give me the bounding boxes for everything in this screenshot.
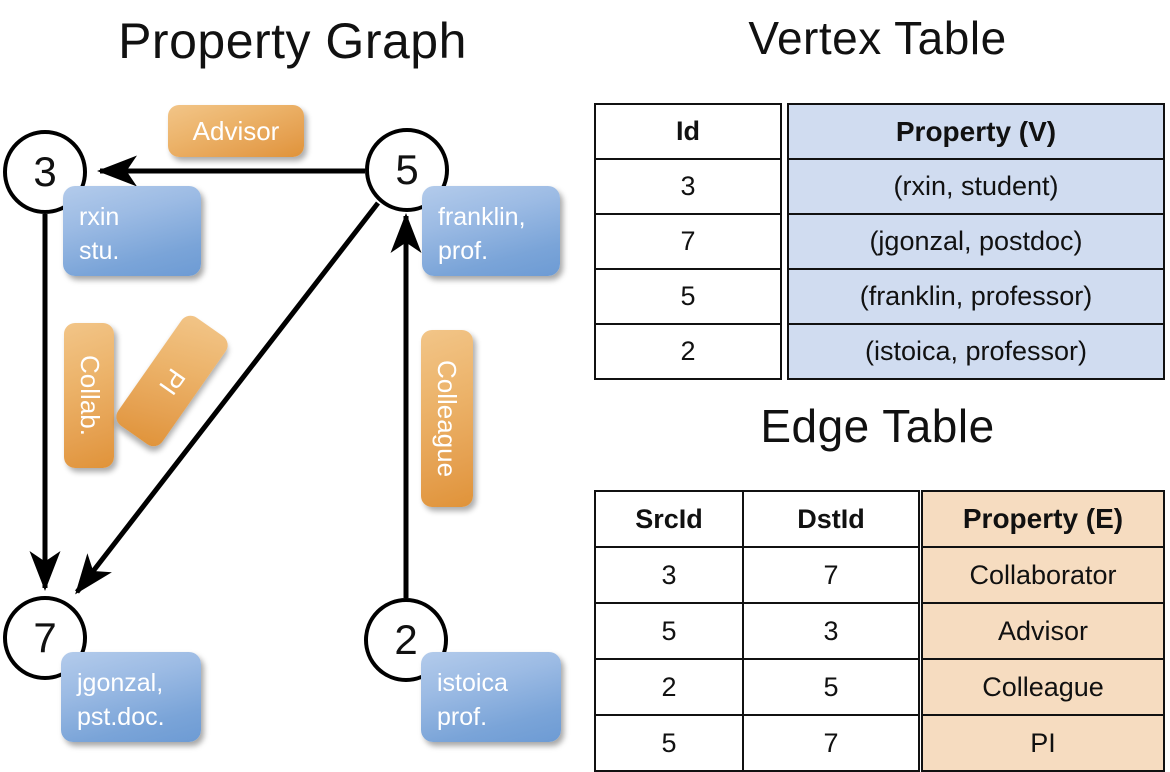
table-row: Colleague xyxy=(921,658,1165,716)
node-property-2-line1: istoica xyxy=(437,669,508,697)
edge-table-src-dst-columns: SrcId DstId 3 7 5 3 2 5 5 7 xyxy=(594,490,920,772)
table-row: Advisor xyxy=(921,602,1165,660)
edge-row-3-src: 5 xyxy=(594,714,744,772)
edge-row-2-src: 2 xyxy=(594,658,744,716)
edge-table-header-dstid: DstId xyxy=(742,490,920,548)
node-property-callout-7: jgonzal, pst.doc. xyxy=(61,652,201,742)
node-property-5-line2: prof. xyxy=(438,237,489,265)
edge-row-1-dst: 3 xyxy=(742,602,920,660)
page-title-property-graph: Property Graph xyxy=(118,13,467,69)
node-property-callout-5: franklin, prof. xyxy=(422,186,560,276)
edge-row-1-src: 5 xyxy=(594,602,744,660)
table-row: 5 xyxy=(594,268,782,325)
edge-label-advisor-text: Advisor xyxy=(192,115,280,146)
vertex-table-id-column: Id 3 7 5 2 xyxy=(594,103,782,380)
graph-node-7-id: 7 xyxy=(33,614,57,661)
edge-line-pi xyxy=(75,201,380,595)
property-graph-diagram: Advisor Collab. PI Colleague 3 5 7 2 rxi… xyxy=(0,0,585,760)
node-property-2-line2: prof. xyxy=(437,703,488,731)
edge-label-collab-text: Collab. xyxy=(74,355,105,436)
edge-label-collab: Collab. xyxy=(64,323,114,468)
edge-row-3-property: PI xyxy=(921,714,1165,772)
graph-node-3-id: 3 xyxy=(33,148,57,195)
table-row: 5 7 xyxy=(594,714,920,772)
graph-node-5-id: 5 xyxy=(395,146,419,193)
edge-label-pi-text: PI xyxy=(153,362,192,400)
edge-label-advisor: Advisor xyxy=(168,105,304,157)
vertex-row-1-property: (jgonzal, postdoc) xyxy=(787,213,1165,270)
vertex-row-3-property: (istoica, professor) xyxy=(787,323,1165,380)
section-title-edge-table: Edge Table xyxy=(760,400,995,452)
graph-edge-lines xyxy=(29,155,422,598)
table-row: (jgonzal, postdoc) xyxy=(787,213,1165,270)
edge-row-0-property: Collaborator xyxy=(921,546,1165,604)
table-row: 5 3 xyxy=(594,602,920,660)
edge-label-colleague: Colleague xyxy=(421,330,473,507)
table-header-row: Id xyxy=(594,103,782,160)
node-property-callout-3: rxin stu. xyxy=(63,186,201,276)
table-row: 3 xyxy=(594,158,782,215)
node-property-3-line2: stu. xyxy=(79,237,120,265)
edge-table-property-column: Property (E) Collaborator Advisor Collea… xyxy=(921,490,1165,772)
vertex-table-header-property: Property (V) xyxy=(787,103,1165,160)
table-row: PI xyxy=(921,714,1165,772)
node-property-3-line1: rxin xyxy=(79,203,120,231)
table-row: 7 xyxy=(594,213,782,270)
edge-table-header-srcid: SrcId xyxy=(594,490,744,548)
table-row: Collaborator xyxy=(921,546,1165,604)
node-property-callout-2: istoica prof. xyxy=(421,652,561,742)
node-property-5-line1: franklin, xyxy=(438,203,526,231)
edge-row-2-property: Colleague xyxy=(921,658,1165,716)
edge-row-0-src: 3 xyxy=(594,546,744,604)
vertex-table-header-id: Id xyxy=(594,103,782,160)
graph-node-5[interactable]: 5 xyxy=(365,128,449,212)
table-row: 2 xyxy=(594,323,782,380)
vertex-table-property-column: Property (V) (rxin, student) (jgonzal, p… xyxy=(787,103,1165,380)
table-row: 2 5 xyxy=(594,658,920,716)
table-row: (franklin, professor) xyxy=(787,268,1165,325)
edge-table-header-property: Property (E) xyxy=(921,490,1165,548)
node-property-7-line1: jgonzal, xyxy=(77,669,164,697)
edge-row-3-dst: 7 xyxy=(742,714,920,772)
table-row: 3 7 xyxy=(594,546,920,604)
table-header-row: SrcId DstId xyxy=(594,490,920,548)
vertex-row-0-property: (rxin, student) xyxy=(787,158,1165,215)
vertex-row-3-id: 2 xyxy=(594,323,782,380)
table-row: (istoica, professor) xyxy=(787,323,1165,380)
vertex-row-1-id: 7 xyxy=(594,213,782,270)
edge-row-0-dst: 7 xyxy=(742,546,920,604)
node-property-7-line2: pst.doc. xyxy=(77,703,165,731)
table-header-row: Property (E) xyxy=(921,490,1165,548)
section-title-vertex-table: Vertex Table xyxy=(748,12,1007,64)
graph-node-2[interactable]: 2 xyxy=(364,598,448,682)
vertex-row-0-id: 3 xyxy=(594,158,782,215)
table-header-row: Property (V) xyxy=(787,103,1165,160)
vertex-row-2-property: (franklin, professor) xyxy=(787,268,1165,325)
table-row: (rxin, student) xyxy=(787,158,1165,215)
edge-row-2-dst: 5 xyxy=(742,658,920,716)
edge-row-1-property: Advisor xyxy=(921,602,1165,660)
edge-label-colleague-text: Colleague xyxy=(432,359,463,478)
vertex-row-2-id: 5 xyxy=(594,268,782,325)
graph-node-2-id: 2 xyxy=(394,616,418,663)
